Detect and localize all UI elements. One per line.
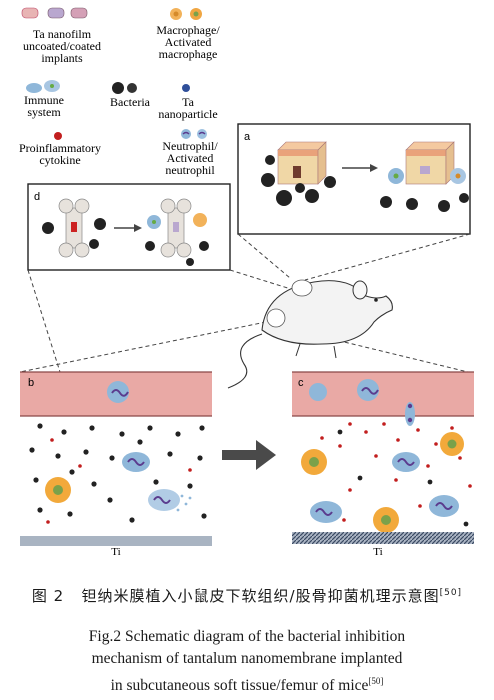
panel-c-label: c [298, 377, 304, 389]
immune-cell-vessel-b [107, 381, 129, 403]
panel-b: b [20, 371, 212, 558]
panel-d-label: d [34, 191, 40, 203]
immune-cells-vessel-c [309, 379, 415, 426]
implant-icon [21, 7, 88, 19]
caption-cn-text: 钽纳米膜植入小鼠皮下软组织/股骨抑菌机理示意图 [81, 587, 440, 605]
panel-d: d [27, 183, 231, 271]
caption-en-label: Fig.2 [88, 628, 122, 645]
tissue-block-right [405, 141, 455, 185]
implant-site-leg [266, 308, 286, 328]
nanoparticle-legend-icon [182, 84, 190, 92]
dashed-connectors [19, 233, 471, 373]
caption-en-ref: [50] [368, 676, 384, 686]
ti-plate-coated-c [292, 532, 474, 544]
neutrophils-c [310, 452, 459, 523]
macrophages-c [301, 432, 464, 533]
panel-c: c [292, 371, 474, 558]
mouse-illustration [227, 279, 393, 389]
caption-cn-label: 图 2 [31, 587, 65, 605]
cytokine-legend-icon [54, 132, 62, 140]
cytokine-field-c [308, 422, 472, 522]
caption-en-line-1: Fig.2 Schematic diagram of the bacterial… [0, 626, 494, 648]
neutrophil-b [122, 452, 150, 472]
activated-neutrophil-b [148, 489, 192, 512]
caption-en-text-3: in subcutaneous soft tissue/femur of mic… [110, 677, 369, 695]
caption-english: Fig.2 Schematic diagram of the bacterial… [0, 626, 494, 697]
macrophage-b [45, 477, 71, 503]
tissue-block-left [277, 141, 327, 185]
caption-en-line-2: mechanism of tantalum nanomembrane impla… [91, 650, 403, 667]
bacteria-legend-icon [112, 82, 137, 94]
panel-a: a [237, 123, 471, 235]
bone-right [160, 198, 192, 258]
immune-cells-d [147, 213, 207, 229]
bacteria-cluster-a-right [380, 193, 469, 212]
caption-en-text-1: Schematic diagram of the bacterial inhib… [124, 628, 406, 645]
caption-en-line-3: in subcutaneous soft tissue/femur of mic… [0, 670, 494, 697]
bacteria-cluster-d-right [145, 241, 209, 266]
macrophage-icon [170, 8, 202, 20]
bacteria-field-b [29, 423, 207, 523]
panel-a-label: a [244, 131, 251, 143]
caption-cn-ref: [50] [439, 588, 463, 598]
caption-chinese: 图 2 钽纳米膜植入小鼠皮下软组织/股骨抑菌机理示意图[50] [0, 584, 494, 606]
ti-label-b: Ti [111, 546, 120, 558]
implant-site-back [291, 279, 313, 297]
transition-arrow-icon [222, 440, 276, 470]
neutrophil-legend-icon [181, 129, 207, 139]
bacteria-cluster-a-left [261, 155, 336, 206]
bone-left [58, 198, 90, 258]
immune-cells-a [388, 168, 466, 184]
ti-label-c: Ti [373, 546, 382, 558]
bacteria-field-c [337, 429, 469, 527]
legend-bacteria-label: Bacteria [110, 95, 151, 109]
cytokine-field-b [46, 438, 192, 524]
ti-plate-b [20, 536, 212, 546]
immune-system-icon [26, 80, 60, 93]
bacteria-cluster-d-left [42, 218, 106, 249]
panel-b-label: b [28, 377, 34, 389]
arrow-icon [342, 164, 378, 172]
arrow-icon [114, 224, 142, 232]
